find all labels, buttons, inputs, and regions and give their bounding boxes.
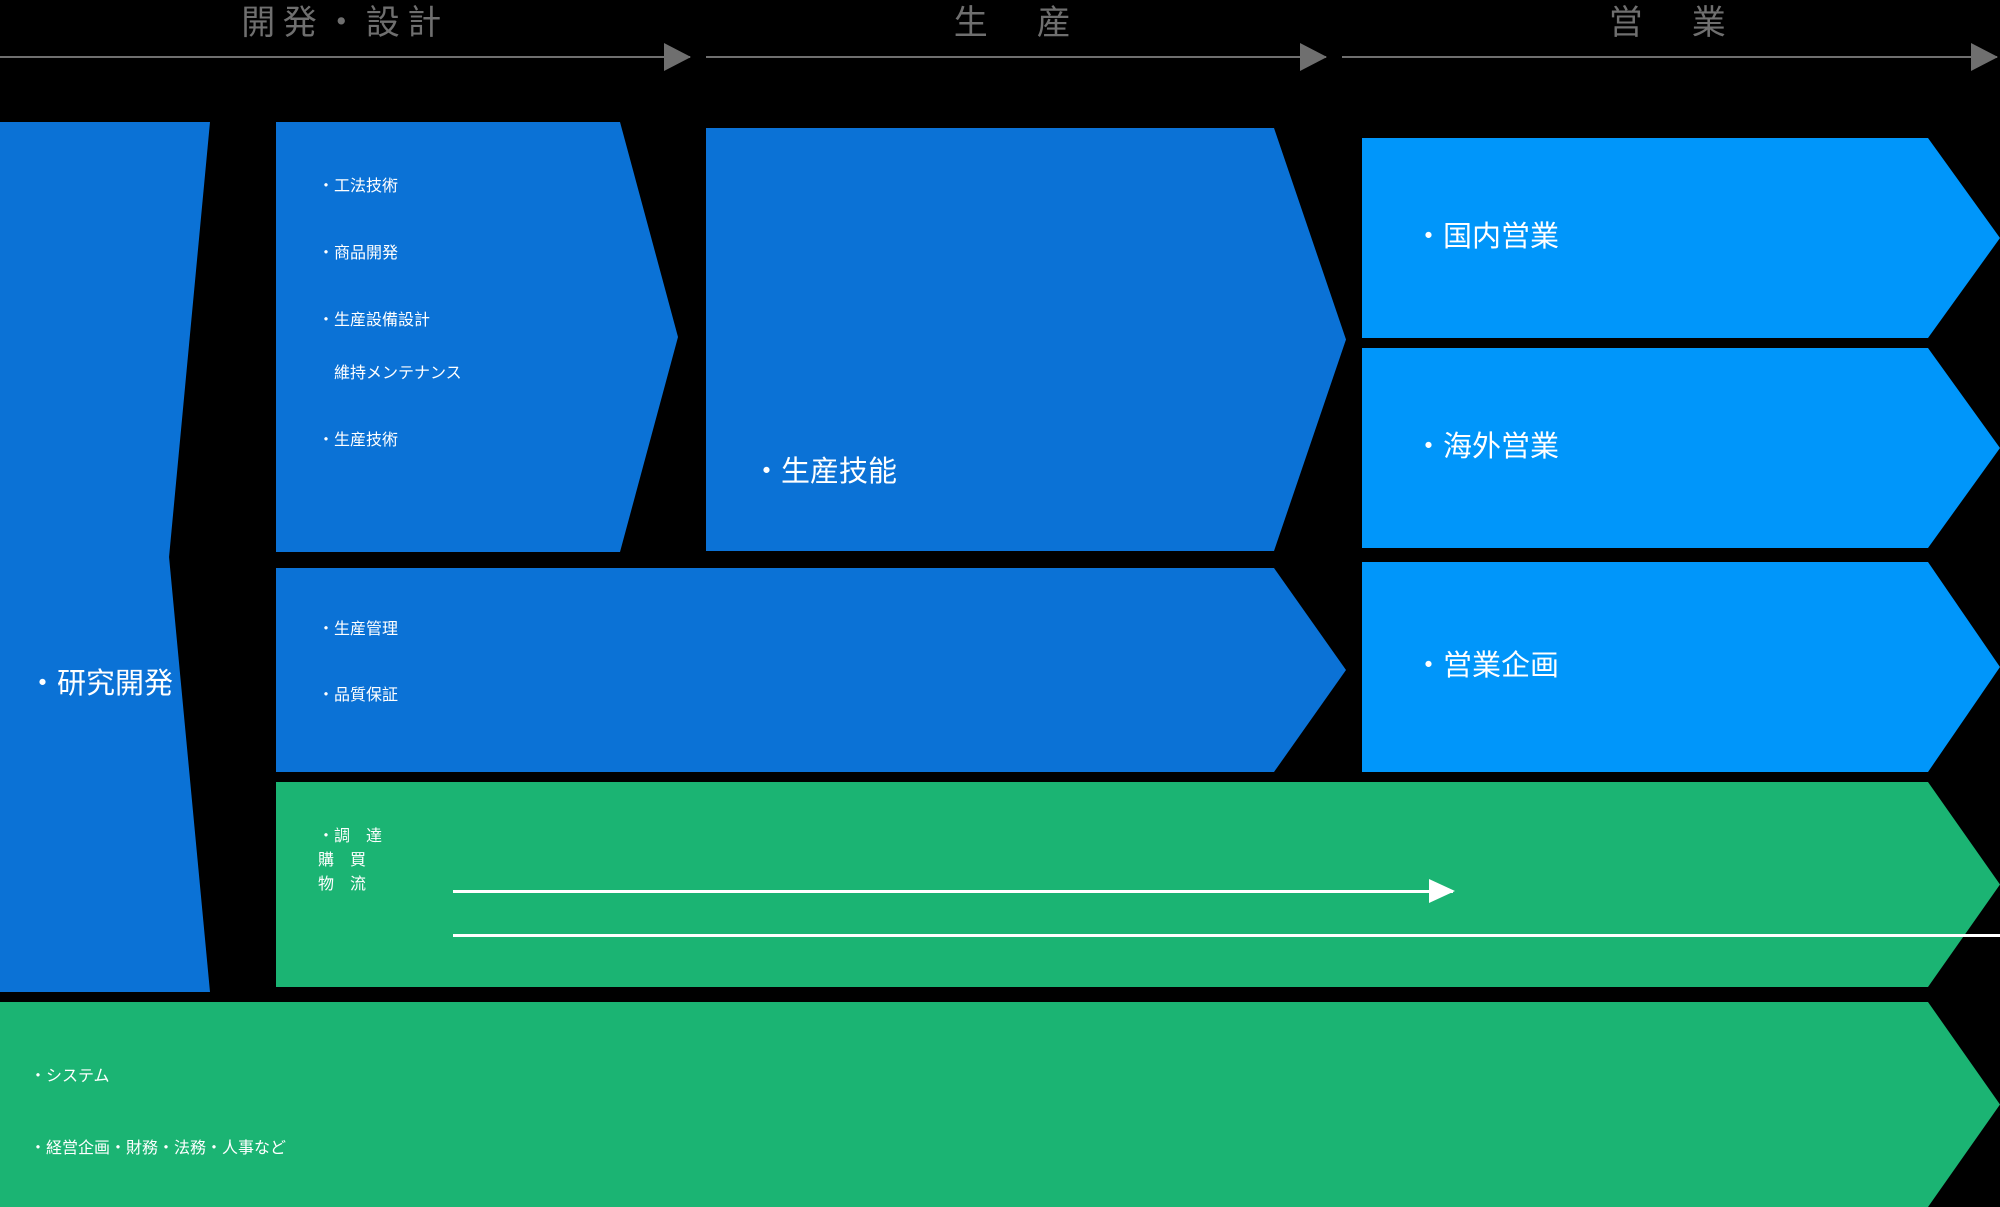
- engineering-line-2: ・商品開発: [318, 245, 399, 262]
- development-design-arrow: [0, 43, 691, 71]
- procurement-logistics-arrow: [453, 934, 2000, 937]
- procurement-purchasing-arrow: [453, 879, 1455, 903]
- block-production-management-text: ・生産管理 ・品質保証: [318, 615, 399, 704]
- block-domestic-sales[interactable]: ・国内営業: [1362, 138, 2000, 338]
- engineering-line-1: ・工法技術: [318, 178, 399, 195]
- corporate-line-2: ・経営企画・財務・法務・人事など: [30, 1140, 287, 1157]
- phase-label-production: 生 産: [953, 4, 1079, 42]
- sales-arrow: [1342, 43, 1998, 71]
- block-procurement[interactable]: [276, 782, 2000, 987]
- production-management-line-1: ・生産管理: [318, 621, 399, 638]
- block-engineering[interactable]: [276, 122, 678, 552]
- engineering-line-4: 維持メンテナンス: [318, 365, 462, 382]
- block-production-management[interactable]: [276, 568, 1346, 772]
- block-production-skill-label: ・生産技能: [752, 456, 898, 488]
- block-procurement-content: ・調 達 購 買 物 流: [318, 822, 2000, 987]
- engineering-line-5: ・生産技術: [318, 432, 399, 449]
- block-sales-planning-label: ・営業企画: [1414, 650, 1560, 682]
- phase-label-development-design: 開発・設計: [241, 4, 449, 42]
- engineering-line-3: ・生産設備設計: [318, 312, 431, 329]
- procurement-row-purchasing-label: 購 買: [318, 852, 367, 869]
- block-corporate-functions[interactable]: [0, 1002, 2000, 1207]
- block-research-development[interactable]: ・研究開発: [0, 122, 210, 992]
- block-overseas-sales[interactable]: ・海外営業: [1362, 348, 2000, 548]
- block-production-skill[interactable]: ・生産技能: [706, 128, 1346, 551]
- block-engineering-text: ・工法技術 ・商品開発 ・生産設備設計 維持メンテナンス ・生産技術: [318, 172, 462, 449]
- procurement-row-logistics-label: 物 流: [318, 876, 367, 893]
- phase-label-sales: 営 業: [1608, 4, 1734, 42]
- procurement-title: ・調 達: [318, 828, 383, 845]
- production-management-line-2: ・品質保証: [318, 687, 399, 704]
- block-research-development-label: ・研究開発: [28, 668, 174, 700]
- block-overseas-sales-label: ・海外営業: [1414, 431, 1560, 463]
- block-sales-planning[interactable]: ・営業企画: [1362, 562, 2000, 772]
- production-arrow: [706, 43, 1327, 71]
- corporate-line-1: ・システム: [30, 1068, 110, 1085]
- block-domestic-sales-label: ・国内営業: [1414, 221, 1560, 253]
- block-corporate-functions-text: ・システム ・経営企画・財務・法務・人事など: [30, 1062, 286, 1157]
